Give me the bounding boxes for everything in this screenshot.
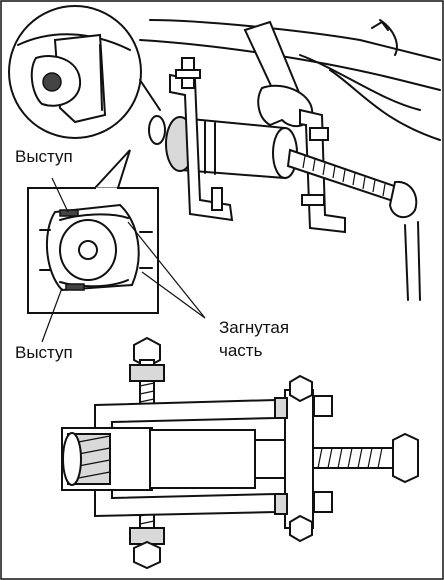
magnified-detail-circle — [8, 5, 161, 139]
main-screw-thread — [317, 447, 383, 469]
main-screw-head — [392, 432, 419, 484]
plate-bottom-bolt-head — [289, 514, 313, 543]
sleeve-hatching — [67, 435, 111, 481]
protrusion-marker — [65, 283, 85, 291]
link-rod-line — [417, 221, 421, 301]
detail-body-line — [17, 33, 131, 51]
screw-hex-head — [388, 180, 418, 219]
bushing-detail-view — [27, 149, 159, 314]
arm-outline-line — [329, 69, 441, 141]
inner-cup — [149, 429, 256, 489]
protrusion-marker — [59, 209, 79, 217]
leader-bent-part — [141, 271, 206, 319]
clip-line — [379, 19, 398, 56]
screw-thread — [302, 155, 386, 197]
label-bent-part-line2: часть — [218, 341, 264, 361]
right-plate — [284, 389, 314, 529]
callout-tail — [92, 149, 131, 189]
right-bracket-nut — [309, 127, 329, 141]
puller-cross-section — [61, 336, 419, 570]
installed-puller-illustration — [139, 19, 441, 301]
mount-bushing — [148, 115, 166, 145]
plate-block — [274, 397, 288, 419]
label-protrusion-top: Выступ — [14, 147, 74, 167]
bushing-center-hole — [78, 240, 98, 260]
cup-neck — [254, 439, 286, 479]
bushing-upper-edge — [59, 213, 129, 221]
left-bracket-nut — [175, 69, 201, 79]
plate-block — [274, 493, 288, 515]
left-bracket — [169, 73, 234, 222]
leader-bent-part — [127, 221, 206, 319]
bushing-tick — [39, 229, 153, 271]
top-bolt-nut — [129, 364, 165, 382]
right-bracket-nut — [301, 194, 325, 206]
bottom-bolt-head — [133, 540, 161, 570]
detail-bushing-core — [42, 72, 62, 92]
leader-protrusion-top — [51, 177, 69, 213]
plate-top-bolt-head — [289, 374, 313, 403]
arm-outline-line — [299, 54, 421, 111]
link-rod-line — [404, 224, 409, 301]
detail-arm — [99, 44, 103, 111]
callout-line — [139, 79, 161, 111]
plate-bottom-nut — [313, 491, 333, 513]
label-protrusion-bottom: Выступ — [14, 343, 74, 363]
clip-line — [371, 21, 389, 31]
label-bent-part-line1: Загнутая — [218, 318, 291, 338]
sleeve-end-face — [62, 432, 82, 486]
wrench-jaw — [257, 84, 314, 128]
left-lower-bolt — [211, 187, 223, 211]
leader-protrusion-bottom — [41, 287, 63, 343]
plate-top-nut — [313, 395, 333, 417]
